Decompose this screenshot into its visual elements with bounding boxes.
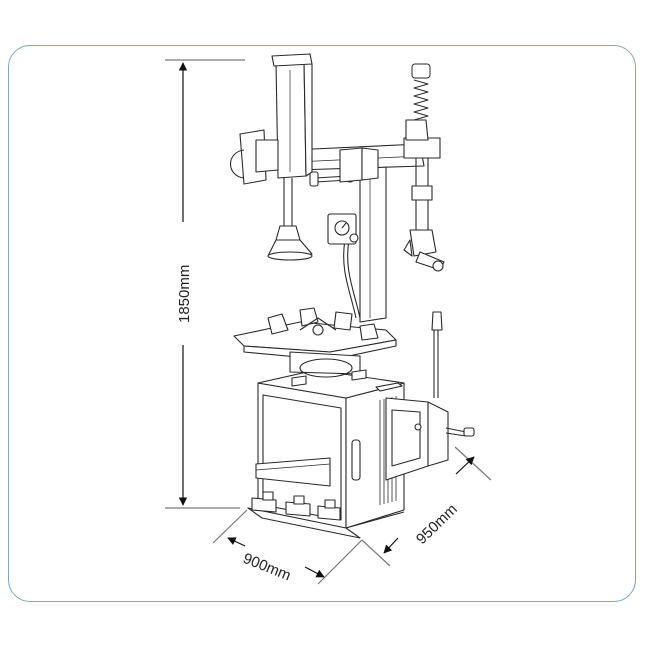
height-dimension (165, 59, 245, 509)
height-label: 1850mm (176, 265, 193, 323)
depth-dimension (361, 446, 492, 567)
width-label: 900mm (241, 550, 294, 585)
foot-pedals (251, 491, 341, 521)
pressure-gauge (327, 213, 359, 245)
horizontal-arm (291, 143, 425, 187)
vertical-column (343, 157, 387, 323)
left-cylinder (229, 53, 313, 261)
bead-breaker-unit (385, 311, 475, 481)
tire-changer-machine (229, 53, 475, 539)
base-cabinet (247, 369, 405, 539)
depth-label: 950mm (413, 501, 461, 548)
mount-demount-head (403, 63, 445, 272)
turntable (233, 307, 397, 387)
spring-coil (411, 63, 431, 121)
width-dimension (212, 509, 363, 585)
diagram-frame (8, 45, 636, 602)
